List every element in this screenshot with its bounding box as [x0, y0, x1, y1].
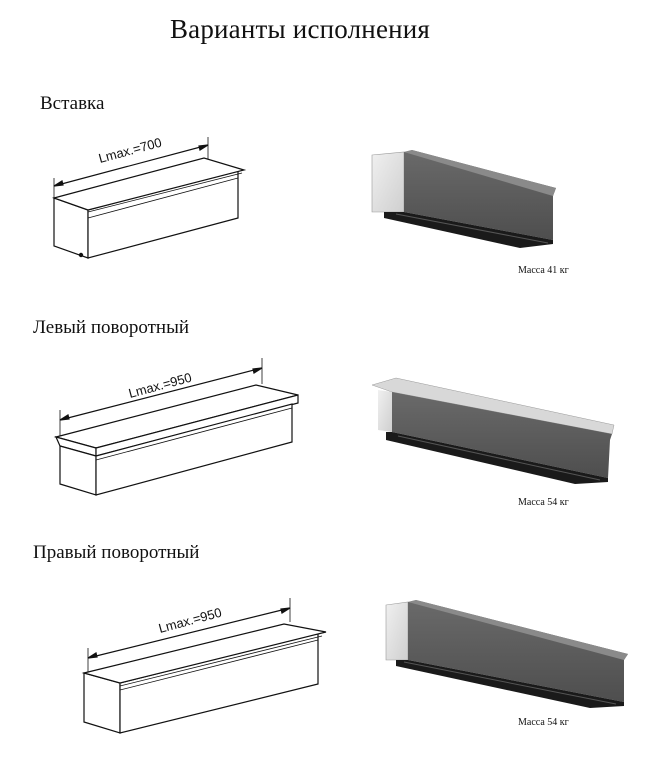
mass-label-insert: Масса 41 кг [518, 265, 569, 276]
variant-label-right-turn: Правый поворотный [33, 542, 200, 563]
dimension-label-left-turn: Lmax.=950 [127, 370, 193, 401]
line-drawing-left-turn [53, 358, 299, 496]
line-drawing-insert [51, 137, 247, 259]
render-insert [371, 150, 556, 248]
variant-label-insert: Вставка [40, 93, 105, 114]
mass-label-right-turn: Масса 54 кг [518, 717, 569, 728]
dimension-label-right-turn: Lmax.=950 [157, 605, 223, 636]
page-title: Варианты исполнения [169, 14, 431, 44]
render-right-turn [385, 600, 628, 708]
variant-label-left-turn: Левый поворотный [33, 317, 190, 338]
render-left-turn [371, 377, 615, 484]
dimension-label-insert: Lmax.=700 [97, 135, 163, 166]
line-drawing-right-turn [81, 598, 327, 734]
mass-label-left-turn: Масса 54 кг [518, 497, 569, 508]
